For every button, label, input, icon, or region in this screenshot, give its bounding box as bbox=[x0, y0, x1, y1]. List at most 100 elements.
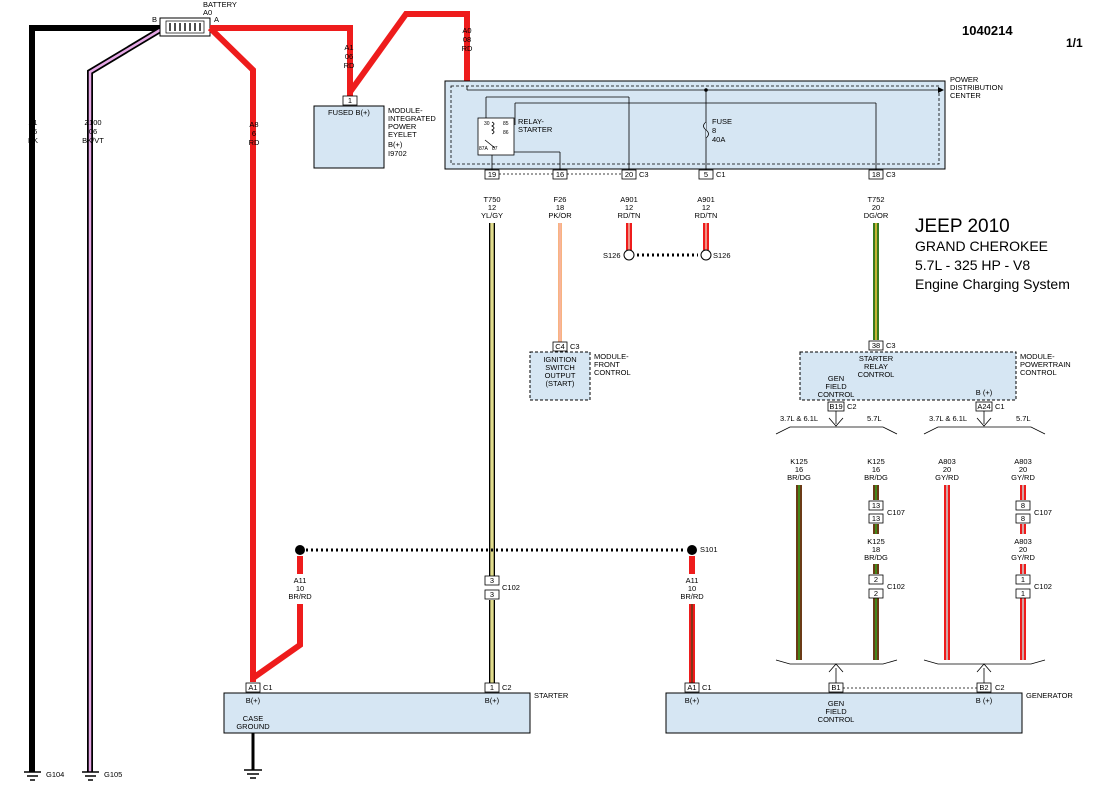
wire-z1-circuit: Z1 bbox=[29, 118, 38, 127]
wire-a901-right: A901 12 RD/TN bbox=[695, 195, 717, 250]
fuse-icon bbox=[703, 121, 709, 139]
relay-label-2: STARTER bbox=[518, 125, 553, 134]
wire-t752: T752 20 DG/OR bbox=[864, 195, 889, 340]
relay-coil-icon bbox=[491, 121, 495, 135]
wire-a803a-gauge: 20 bbox=[943, 465, 951, 474]
wire-a11b-gauge: 10 bbox=[688, 584, 696, 593]
pcm-conn-c1: C1 bbox=[995, 402, 1005, 411]
wire-a0-circuit: A0 bbox=[462, 26, 471, 35]
variant-label-2: 5.7L bbox=[867, 414, 882, 423]
wire-a8-circuit: A8 bbox=[249, 120, 258, 129]
fcm-desc-2: FRONT bbox=[594, 360, 620, 369]
wire-k125c-color: BR/DG bbox=[864, 553, 888, 562]
wire-z100-color: BK/VT bbox=[82, 136, 104, 145]
relay-pin-87a: 87A bbox=[479, 146, 489, 152]
power-eyelet-module: 1 FUSED B(+) MODULE- INTEGRATED POWER EY… bbox=[313, 95, 436, 169]
gen-field-2: FIELD bbox=[825, 707, 847, 716]
eyelet-pin: 1 bbox=[348, 96, 352, 105]
ground-g104: G104 bbox=[46, 770, 64, 779]
relay-label-1: RELAY- bbox=[518, 117, 544, 126]
pdc-pins: 19 16 20 C3 5 C1 18 C3 bbox=[484, 169, 896, 180]
wire-t750-circuit: T750 bbox=[483, 195, 500, 204]
c107-label-k: C107 bbox=[887, 508, 905, 517]
relay-pin-86: 86 bbox=[503, 130, 509, 136]
generator: A1 C1 B1 B2 C2 GENERATOR B(+) GEN FIELD … bbox=[665, 682, 1073, 734]
front-control-module: C4 C3 IGNITION SWITCH OUTPUT (START) MOD… bbox=[529, 341, 631, 401]
wire-k125b-color: BR/DG bbox=[864, 473, 888, 482]
c102-a-bot: 1 bbox=[1021, 589, 1025, 598]
wire-a901b-gauge: 12 bbox=[702, 203, 710, 212]
eyelet-box-label: FUSED B(+) bbox=[328, 108, 370, 117]
wire-a901-left: A901 12 RD/TN bbox=[618, 195, 640, 250]
pcm-inner-3: CONTROL bbox=[858, 370, 895, 379]
pdc-conn-c1: C1 bbox=[716, 170, 726, 179]
splice-s126-left: S126 bbox=[603, 251, 621, 260]
wire-a1-color: RD bbox=[344, 61, 355, 70]
wire-z1-gauge: 06 bbox=[29, 127, 37, 136]
wire-a1-gauge: 06 bbox=[345, 52, 353, 61]
eyelet-desc-5: B(+) bbox=[388, 140, 403, 149]
wire-a11a-circuit: A11 bbox=[294, 576, 307, 585]
vehicle-title: JEEP 2010 GRAND CHEROKEE 5.7L - 325 HP -… bbox=[915, 216, 1070, 292]
pdc-pin-16: 16 bbox=[556, 170, 564, 179]
gen-conn-c1: C1 bbox=[702, 683, 712, 692]
wire-f26-color: PK/OR bbox=[548, 211, 572, 220]
starter: A1 C1 1 C2 STARTER B(+) B(+) CASE GROUND bbox=[223, 682, 569, 779]
wire-a0-color: RD bbox=[462, 44, 473, 53]
wire-t750: T750 12 YL/GY bbox=[481, 195, 503, 683]
pdc-pin-5: 5 bbox=[704, 170, 708, 179]
pcm-conn-c2: C2 bbox=[847, 402, 857, 411]
wire-a803b-gauge: 20 bbox=[1019, 465, 1027, 474]
gen-field-1: GEN bbox=[828, 699, 844, 708]
wire-a11a-color: BR/RD bbox=[288, 592, 312, 601]
starter-bplus-right: B(+) bbox=[485, 696, 500, 705]
wire-a803a-circuit: A803 bbox=[938, 457, 956, 466]
splice-circle-icon bbox=[700, 249, 712, 261]
starter-case-ground-1: CASE bbox=[243, 714, 263, 723]
pdc-pin-20: 20 bbox=[625, 170, 633, 179]
wire-f26-gauge: 18 bbox=[556, 203, 564, 212]
gen-bplus-left: B(+) bbox=[685, 696, 700, 705]
wire-a803c-color: GY/RD bbox=[1011, 553, 1035, 562]
splice-s101-label: S101 bbox=[700, 545, 718, 554]
connector-c102: 3 3 C102 2 2 C102 1 1 C102 bbox=[484, 574, 1052, 600]
starter-name: STARTER bbox=[534, 691, 569, 700]
pcm-desc-2: POWERTRAIN bbox=[1020, 360, 1071, 369]
battery-name: BATTERY bbox=[203, 0, 237, 9]
gen-pin-b1: B1 bbox=[831, 683, 840, 692]
title-line-3: 5.7L - 325 HP - V8 bbox=[915, 257, 1030, 273]
powertrain-control-module: 38 C3 STARTER RELAY CONTROL GEN FIELD CO… bbox=[799, 340, 1071, 412]
wire-k125c-circuit: K125 bbox=[867, 537, 885, 546]
wire-f26: F26 18 PK/OR bbox=[548, 195, 572, 342]
variant-branches-top: 3.7L & 6.1L 5.7L 3.7L & 6.1L 5.7L bbox=[775, 411, 1046, 435]
variant-branches-bottom bbox=[775, 659, 1046, 683]
starter-conn-c1: C1 bbox=[263, 683, 273, 692]
pdc-name-3: CENTER bbox=[950, 91, 981, 100]
c102-k-bot: 2 bbox=[874, 589, 878, 598]
fuse-number: 8 bbox=[712, 126, 716, 135]
fcm-inner-3: OUTPUT bbox=[545, 371, 576, 380]
c102-k-top: 2 bbox=[874, 575, 878, 584]
wire-t752-color: DG/OR bbox=[864, 211, 889, 220]
gen-conn-c2: C2 bbox=[995, 683, 1005, 692]
pcm-inner-1: STARTER bbox=[859, 354, 894, 363]
starter-pin-a1: A1 bbox=[248, 683, 257, 692]
pdc-conn-c3: C3 bbox=[639, 170, 649, 179]
variant-label-3: 3.7L & 6.1L bbox=[929, 414, 967, 423]
pcm-desc-1: MODULE- bbox=[1020, 352, 1055, 361]
wire-a803b-color: GY/RD bbox=[1011, 473, 1035, 482]
wire-t750-gauge: 12 bbox=[488, 203, 496, 212]
wire-t752-gauge: 20 bbox=[872, 203, 880, 212]
wire-k125-left: K125 16 BR/DG bbox=[787, 457, 811, 660]
diagram-id: 1040214 bbox=[962, 23, 1013, 38]
pcm-bplus: B (+) bbox=[976, 388, 993, 397]
gen-pin-b2: B2 bbox=[979, 683, 988, 692]
wire-a0-gauge: 08 bbox=[463, 35, 471, 44]
wire-a803c-gauge: 20 bbox=[1019, 545, 1027, 554]
c102-a-top: 1 bbox=[1021, 575, 1025, 584]
c107-a-bot: 8 bbox=[1021, 514, 1025, 523]
c107-k-bot: 13 bbox=[872, 514, 880, 523]
splice-dot-icon bbox=[295, 545, 305, 555]
ground-g105: G105 bbox=[104, 770, 122, 779]
c107-k-top: 13 bbox=[872, 501, 880, 510]
